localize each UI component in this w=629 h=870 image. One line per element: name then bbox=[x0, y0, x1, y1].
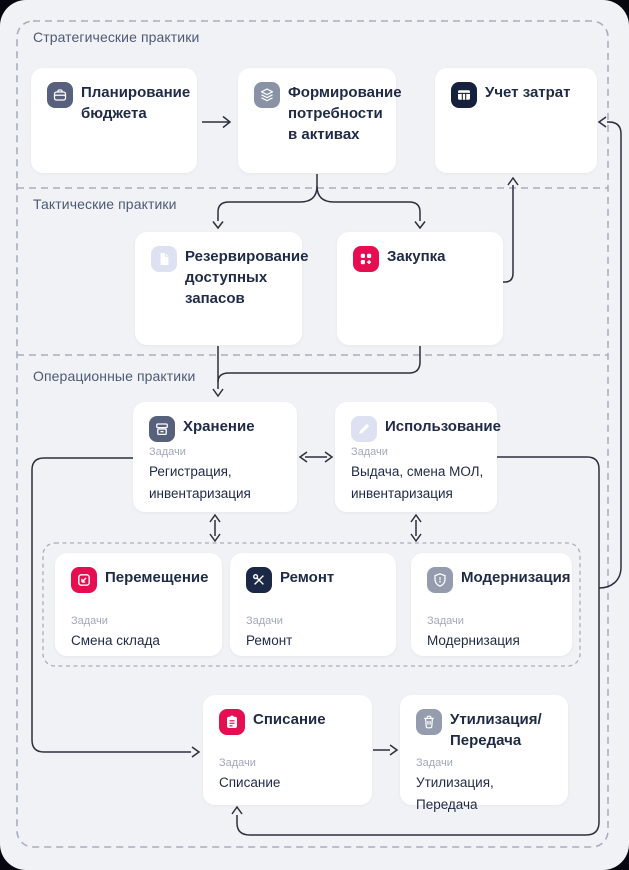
tools-icon bbox=[246, 567, 272, 593]
section-label-operational: Операционные практики bbox=[33, 368, 196, 384]
trash-icon bbox=[416, 709, 442, 735]
card-title: Хранение bbox=[183, 418, 255, 435]
apps-plus-icon bbox=[353, 246, 379, 272]
card-title: Использование bbox=[385, 418, 501, 435]
card-title: Формирование потребности в активах bbox=[288, 84, 402, 143]
card-purchase: Закупка bbox=[337, 232, 503, 345]
document-icon bbox=[151, 246, 177, 272]
shield-icon bbox=[427, 567, 453, 593]
card-title: Резервирование доступных запасов bbox=[185, 248, 309, 307]
tasks-value: Ремонт bbox=[246, 633, 293, 648]
layers-icon bbox=[254, 82, 280, 108]
tasks-value: Модернизация bbox=[427, 633, 520, 648]
card-usage: Использование Задачи Выдача, смена МОЛ, … bbox=[335, 402, 501, 512]
card-repair: Ремонт Задачи Ремонт bbox=[230, 553, 396, 656]
card-writeoff: Списание Задачи Списание bbox=[203, 695, 372, 805]
card-title: Утилизация/ Передача bbox=[450, 711, 542, 749]
card-title: Планирование бюджета bbox=[81, 84, 191, 122]
card-title: Модернизация bbox=[461, 569, 571, 586]
tasks-label: Задачи bbox=[416, 757, 453, 769]
card-title: Списание bbox=[253, 711, 326, 728]
card-budget-planning: Планирование бюджета bbox=[31, 68, 197, 173]
tasks-label: Задачи bbox=[351, 446, 388, 458]
tasks-value: Утилизация, Передача bbox=[416, 775, 494, 812]
card-storage: Хранение Задачи Регистрация, инвентариза… bbox=[133, 402, 297, 512]
tasks-label: Задачи bbox=[427, 615, 464, 627]
card-cost-accounting: Учет затрат bbox=[435, 68, 597, 173]
card-title: Ремонт bbox=[280, 569, 335, 586]
archive-icon bbox=[149, 416, 175, 442]
card-modernization: Модернизация Задачи Модернизация bbox=[411, 553, 572, 656]
box-arrow-icon bbox=[71, 567, 97, 593]
briefcase-icon bbox=[47, 82, 73, 108]
card-title: Закупка bbox=[387, 248, 446, 265]
card-relocation: Перемещение Задачи Смена склада bbox=[55, 553, 222, 656]
tasks-label: Задачи bbox=[246, 615, 283, 627]
tasks-label: Задачи bbox=[219, 757, 256, 769]
clipboard-icon bbox=[219, 709, 245, 735]
section-label-tactical: Тактические практики bbox=[33, 196, 177, 212]
tasks-label: Задачи bbox=[71, 615, 108, 627]
tasks-value: Регистрация, инвентаризация bbox=[149, 464, 251, 501]
pencil-icon bbox=[351, 416, 377, 442]
card-disposal: Утилизация/ Передача Задачи Утилизация, … bbox=[400, 695, 568, 812]
tasks-label: Задачи bbox=[149, 446, 186, 458]
card-stock-reservation: Резервирование доступных запасов bbox=[135, 232, 309, 345]
table-icon bbox=[451, 82, 477, 108]
tasks-value: Списание bbox=[219, 775, 281, 790]
card-asset-demand: Формирование потребности в активах bbox=[238, 68, 402, 173]
card-title: Перемещение bbox=[105, 569, 209, 586]
tasks-value: Выдача, смена МОЛ, инвентаризация bbox=[351, 464, 484, 501]
section-label-strategic: Стратегические практики bbox=[33, 29, 200, 45]
card-title: Учет затрат bbox=[485, 84, 571, 101]
tasks-value: Смена склада bbox=[71, 633, 160, 648]
